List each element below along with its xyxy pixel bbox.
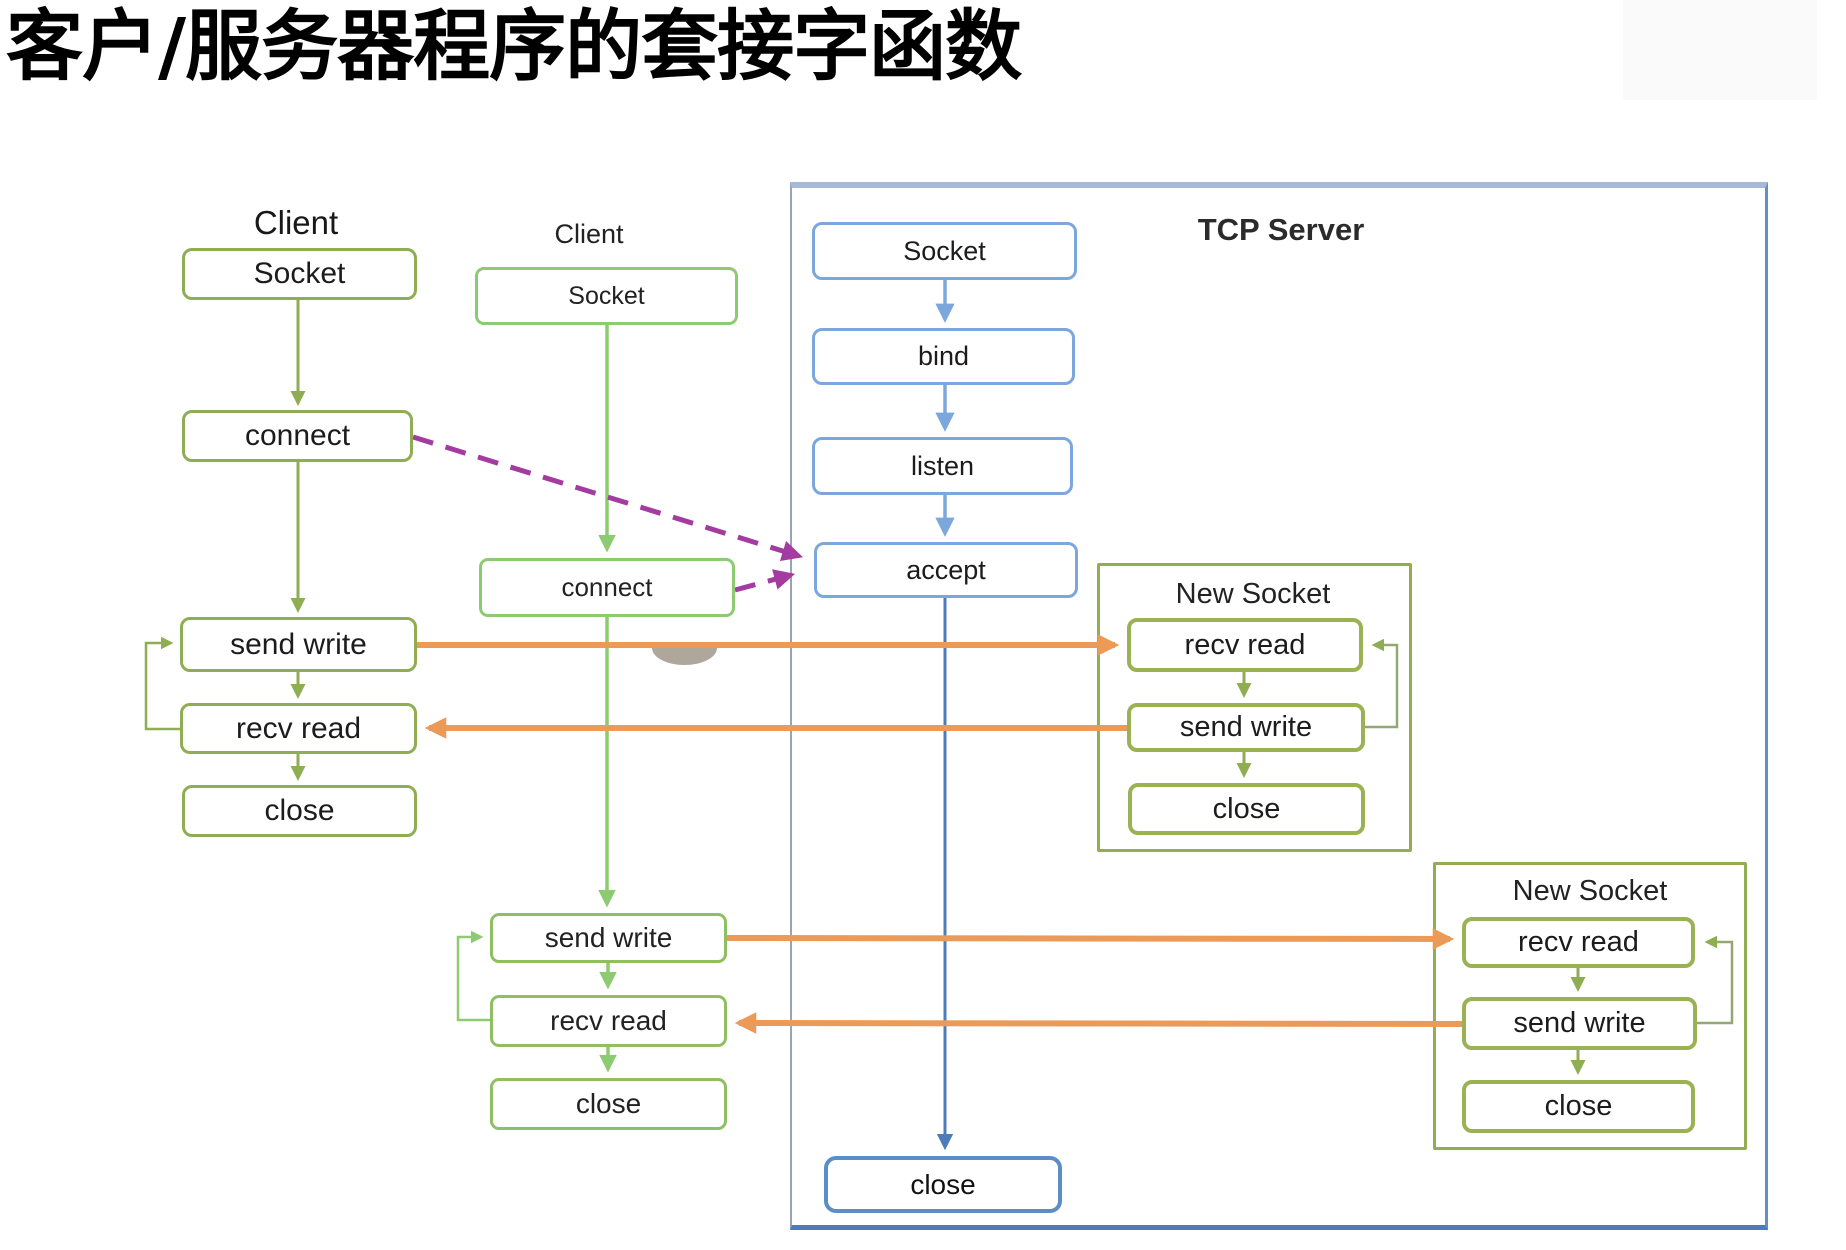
new-socket1-send-write-box: send write <box>1127 703 1365 752</box>
client2-socket-box: Socket <box>475 267 738 325</box>
client2-flow-arrows <box>456 325 617 1073</box>
client1-socket-box: Socket <box>182 248 417 300</box>
new-socket2-send-write-box: send write <box>1462 997 1697 1050</box>
tcp-server-label: TCP Server <box>1197 212 1365 247</box>
client2-connect-box: connect <box>479 558 735 617</box>
client1-recv-read-box: recv read <box>180 703 417 754</box>
arrow-crossing-shadow <box>652 648 717 666</box>
new-socket1-label: New Socket <box>1175 578 1331 610</box>
corner-strip <box>1623 0 1817 100</box>
new-socket2-recv-read-box: recv read <box>1462 917 1695 968</box>
slide-title: 客户/服务器程序的套接字函数 <box>6 3 1022 92</box>
new-socket2-label: New Socket <box>1512 875 1668 907</box>
client2-close-box: close <box>490 1078 727 1130</box>
client2-recv-read-box: recv read <box>490 995 727 1047</box>
new-socket1-flow-arrows <box>1236 638 1399 778</box>
client2-send-write-box: send write <box>490 913 727 963</box>
client1-connect-box: connect <box>182 410 413 462</box>
server-listen-box: listen <box>812 437 1073 495</box>
data-exchange-arrows <box>417 634 1463 1034</box>
server-close-box: close <box>824 1156 1062 1213</box>
server-accept-box: accept <box>814 542 1078 598</box>
client2-label: Client <box>554 219 624 249</box>
client1-send-write-box: send write <box>180 617 417 672</box>
new-socket2-flow-arrows <box>1570 935 1734 1075</box>
new-socket2-close-box: close <box>1462 1080 1695 1133</box>
tcp-server-panel <box>790 182 1768 1230</box>
server-bind-box: bind <box>812 328 1075 385</box>
client1-flow-arrows <box>144 300 306 781</box>
connect-to-accept-arrows <box>412 434 804 593</box>
server-socket-box: Socket <box>812 222 1077 280</box>
client1-label: Client <box>253 204 339 241</box>
new-socket1-close-box: close <box>1128 783 1365 835</box>
client1-close-box: close <box>182 785 417 837</box>
new-socket1-recv-read-box: recv read <box>1127 618 1363 672</box>
